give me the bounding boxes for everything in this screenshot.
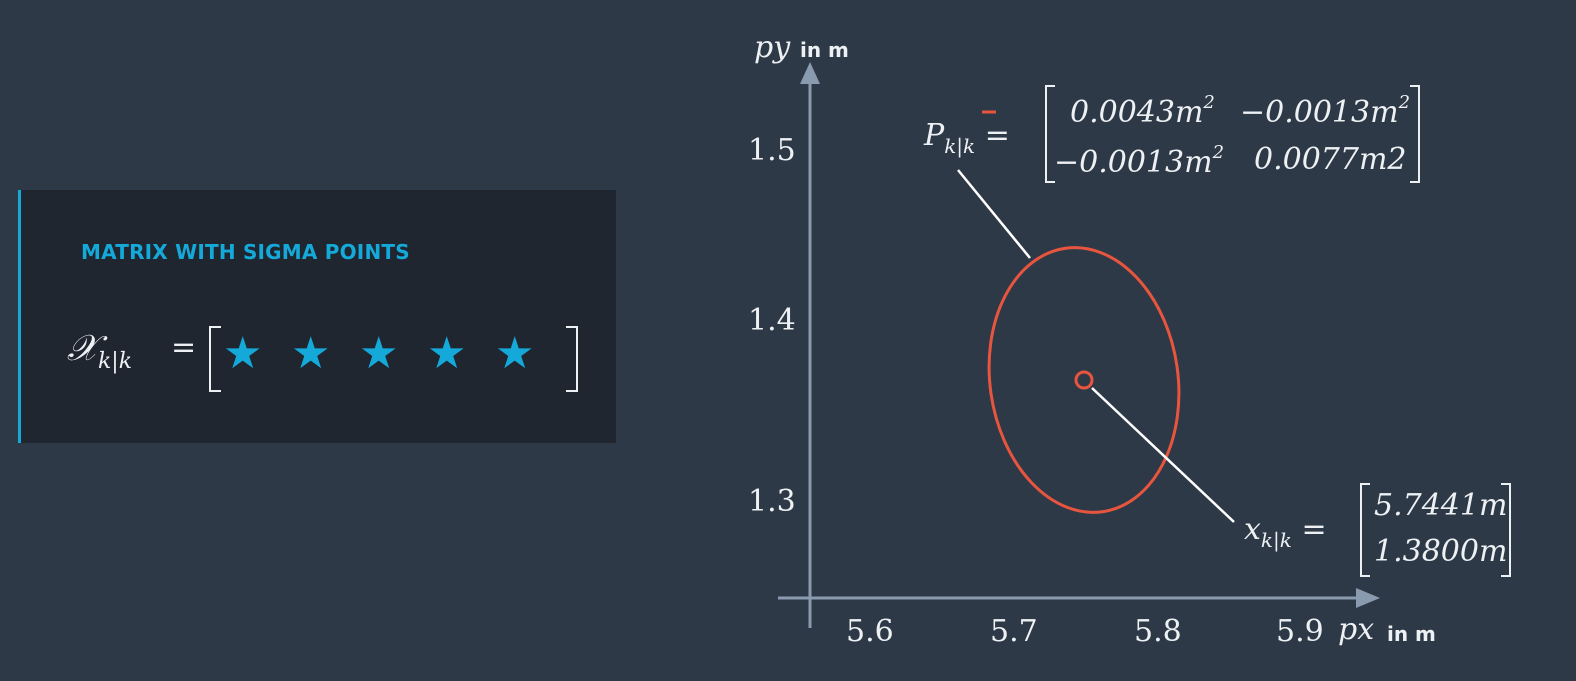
cov-m12: −0.0013m2	[1240, 92, 1411, 130]
x-axis-unit: in m	[1387, 622, 1436, 646]
sigma-point-star-icon: ★	[359, 328, 399, 379]
x-tick-label: 5.9	[1276, 614, 1324, 649]
state-v2: 1.3800m	[1374, 534, 1508, 569]
x-tick-label: 5.6	[846, 614, 894, 649]
sigma-equals: =	[171, 330, 197, 365]
x-axis-arrow-icon	[1356, 588, 1380, 608]
sigma-point-star-icon: ★	[427, 328, 467, 379]
y-tick-label: 1.3	[748, 484, 796, 519]
cov-m11: 0.0043m2	[1070, 92, 1215, 130]
x-tick-label: 5.8	[1134, 614, 1182, 649]
covariance-leader-line	[957, 169, 1031, 259]
y-axis-label: py	[754, 30, 791, 65]
card-title: MATRIX WITH SIGMA POINTS	[81, 240, 410, 264]
sigma-points-card: MATRIX WITH SIGMA POINTS 𝒳k|k = ★ ★ ★ ★ …	[18, 190, 616, 443]
sigma-point-star-icon: ★	[495, 328, 535, 379]
sigma-matrix-symbol: 𝒳k|k	[67, 328, 133, 375]
sigma-point-star-icon: ★	[223, 328, 263, 379]
state-symbol: xk|k =	[1244, 512, 1327, 552]
state-v1: 5.7441m	[1374, 488, 1508, 523]
covariance-ellipse	[987, 246, 1181, 514]
right-bracket	[566, 326, 578, 392]
y-tick-label: 1.4	[748, 303, 796, 338]
y-axis-unit: in m	[800, 38, 849, 62]
covariance-symbol: Pk|k =	[924, 118, 1010, 158]
state-leader-line	[1091, 387, 1235, 523]
cov-m21: −0.0013m2	[1054, 142, 1225, 180]
y-tick-label: 1.5	[748, 133, 796, 168]
cov-m22: 0.0077m2	[1254, 142, 1407, 177]
sigma-point-star-icon: ★	[291, 328, 331, 379]
left-bracket	[209, 326, 221, 392]
x-tick-label: 5.7	[990, 614, 1038, 649]
x-axis-label: px	[1338, 612, 1375, 647]
mean-point	[1074, 370, 1094, 390]
y-axis-arrow-icon	[800, 62, 820, 84]
